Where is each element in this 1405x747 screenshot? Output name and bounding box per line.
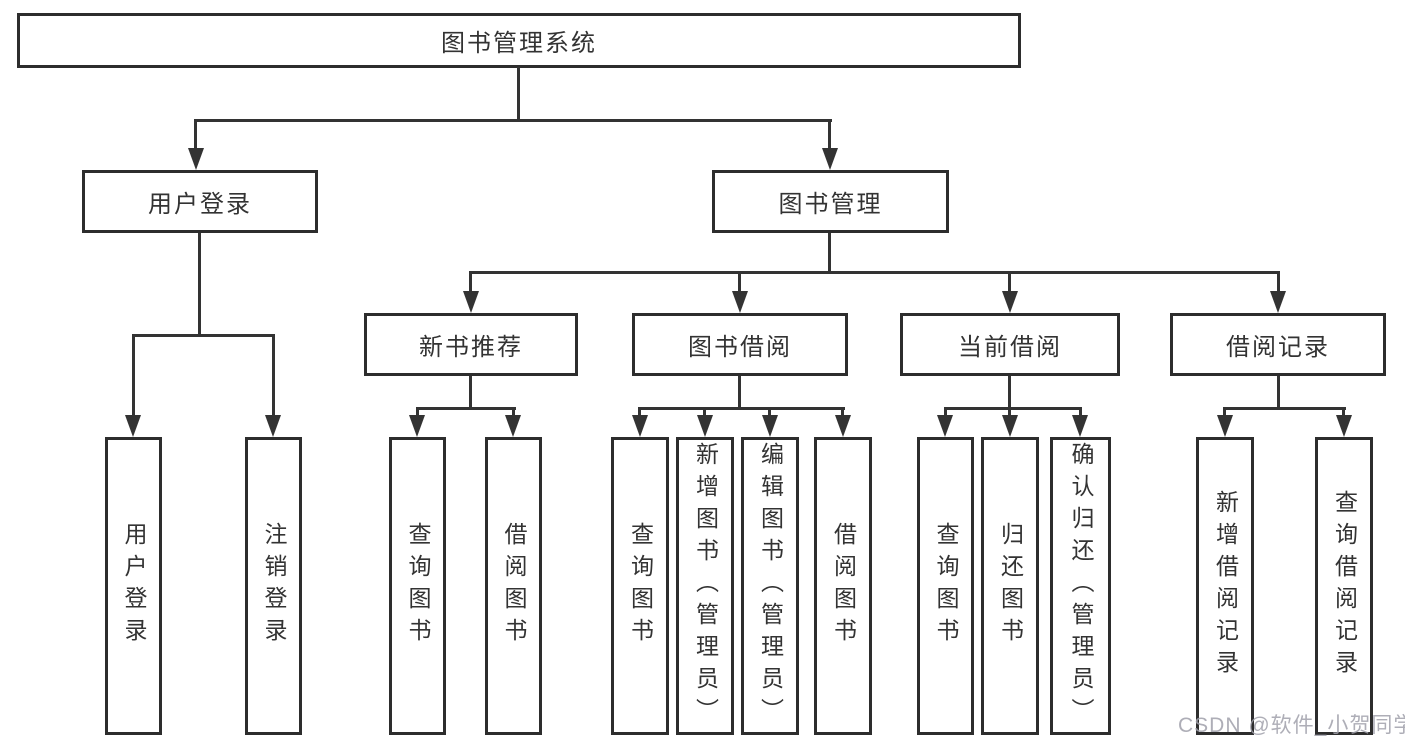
leaf-logout: 注销登录 (245, 437, 302, 735)
connector-line (469, 271, 1280, 274)
connector-line (194, 119, 197, 151)
node-label: 当前借阅 (958, 334, 1062, 361)
leaf-label: 查询图书 (933, 522, 959, 650)
connector-line (416, 407, 419, 417)
leaf-add-book-admin: 新增图书（管理员） (676, 437, 734, 735)
arrow-down-icon (1270, 291, 1286, 313)
connector-line (1277, 271, 1280, 293)
arrow-down-icon (937, 415, 953, 437)
connector-line (1079, 407, 1082, 417)
node-label: 图书管理系统 (441, 30, 597, 57)
arrow-down-icon (505, 415, 521, 437)
leaf-label: 借阅图书 (830, 522, 857, 650)
arrow-down-icon (188, 148, 204, 170)
connector-line (703, 407, 706, 417)
leaf-label: 查询图书 (405, 522, 431, 650)
arrow-down-icon (463, 291, 479, 313)
leaf-label: 注销登录 (261, 522, 287, 650)
arrow-down-icon (1002, 415, 1018, 437)
connector-line (469, 271, 472, 293)
node-current-borrowing: 当前借阅 (900, 313, 1120, 376)
connector-line (416, 407, 516, 410)
arrow-down-icon (822, 148, 838, 170)
connector-line (828, 233, 831, 274)
leaf-label: 用户登录 (121, 522, 147, 650)
arrow-down-icon (125, 415, 141, 437)
arrow-down-icon (697, 415, 713, 437)
leaf-query-books-recommend: 查询图书 (389, 437, 446, 735)
watermark: CSDN @软件_小贺同学 (1178, 714, 1405, 737)
leaf-label: 查询借阅记录 (1331, 490, 1358, 682)
connector-line (1223, 407, 1346, 410)
connector-line (1342, 407, 1345, 417)
connector-line (132, 334, 275, 337)
arrow-down-icon (1336, 415, 1352, 437)
node-book-borrowing: 图书借阅 (632, 313, 848, 376)
leaf-edit-book-admin: 编辑图书（管理员） (741, 437, 799, 735)
leaf-label: 编辑图书（管理员） (757, 442, 784, 730)
connector-line (512, 407, 515, 417)
connector-line (1008, 376, 1011, 410)
connector-line (198, 233, 201, 337)
node-label: 新书推荐 (419, 334, 523, 361)
node-root-library-system: 图书管理系统 (17, 13, 1021, 68)
leaf-label: 归还图书 (997, 522, 1024, 650)
node-book-management: 图书管理 (712, 170, 949, 233)
arrow-down-icon (1072, 415, 1088, 437)
connector-line (132, 334, 135, 417)
node-label: 图书管理 (778, 191, 883, 218)
arrow-down-icon (1217, 415, 1233, 437)
leaf-query-borrow-record: 查询借阅记录 (1315, 437, 1373, 735)
connector-line (841, 407, 844, 417)
connector-line (944, 407, 1082, 410)
arrow-down-icon (835, 415, 851, 437)
connector-line (944, 407, 947, 417)
arrow-down-icon (265, 415, 281, 437)
connector-line (1008, 271, 1011, 293)
connector-line (1008, 407, 1011, 417)
connector-line (469, 376, 472, 410)
arrow-down-icon (1002, 291, 1018, 313)
leaf-user-login: 用户登录 (105, 437, 162, 735)
leaf-add-borrow-record: 新增借阅记录 (1196, 437, 1254, 735)
connector-line (1277, 376, 1280, 410)
leaf-label: 查询图书 (627, 522, 654, 650)
arrow-down-icon (409, 415, 425, 437)
leaf-confirm-return-admin: 确认归还（管理员） (1050, 437, 1111, 735)
connector-line (194, 119, 832, 122)
connector-line (768, 407, 771, 417)
connector-line (638, 407, 845, 410)
connector-line (1223, 407, 1226, 417)
leaf-query-books-current: 查询图书 (917, 437, 974, 735)
connector-line (272, 334, 275, 417)
node-new-book-recommend: 新书推荐 (364, 313, 578, 376)
node-user-login: 用户登录 (82, 170, 318, 233)
connector-line (738, 271, 741, 293)
connector-line (517, 67, 520, 122)
arrow-down-icon (732, 291, 748, 313)
node-label: 用户登录 (148, 191, 252, 218)
node-borrowing-records: 借阅记录 (1170, 313, 1386, 376)
connector-line (738, 376, 741, 410)
leaf-label: 确认归还（管理员） (1068, 442, 1094, 730)
connector-line (828, 119, 831, 151)
node-label: 借阅记录 (1226, 334, 1330, 361)
arrow-down-icon (632, 415, 648, 437)
leaf-label: 借阅图书 (501, 522, 527, 650)
node-label: 图书借阅 (688, 334, 792, 361)
leaf-borrow-books-borrowing: 借阅图书 (814, 437, 872, 735)
arrow-down-icon (762, 415, 778, 437)
leaf-borrow-books-recommend: 借阅图书 (485, 437, 542, 735)
connector-line (638, 407, 641, 417)
leaf-label: 新增图书（管理员） (692, 442, 719, 730)
leaf-label: 新增借阅记录 (1212, 490, 1239, 682)
leaf-return-book: 归还图书 (981, 437, 1039, 735)
leaf-query-books-borrowing: 查询图书 (611, 437, 669, 735)
